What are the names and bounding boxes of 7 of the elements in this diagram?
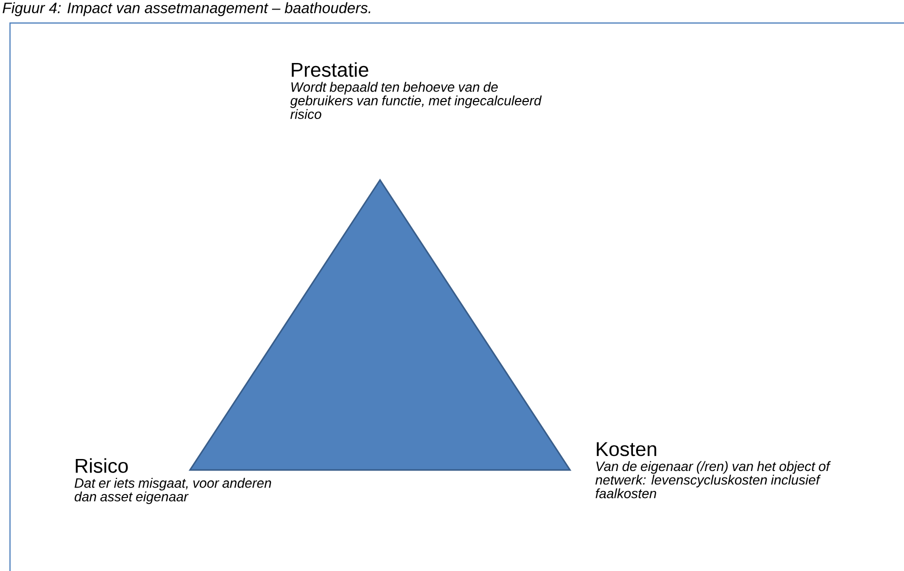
heading: Kosten [596,442,656,456]
description: Wordt bepaald ten behoeve van de gebruikers van functie, met ingecalculeerd risico [290,82,542,119]
figure-title: Figuur 4: Impact van assetmanagement – baathouders. [2,2,370,16]
description: Dat er iets misgaat, voor anderen dan asset eigenaar [74,478,272,504]
description: Van de eigenaar (/ren) van het object of netwerk: levenscycluskosten inclusief faalkosten [595,461,831,498]
heading: Risico [76,458,128,473]
heading: Prestatie [292,62,368,77]
